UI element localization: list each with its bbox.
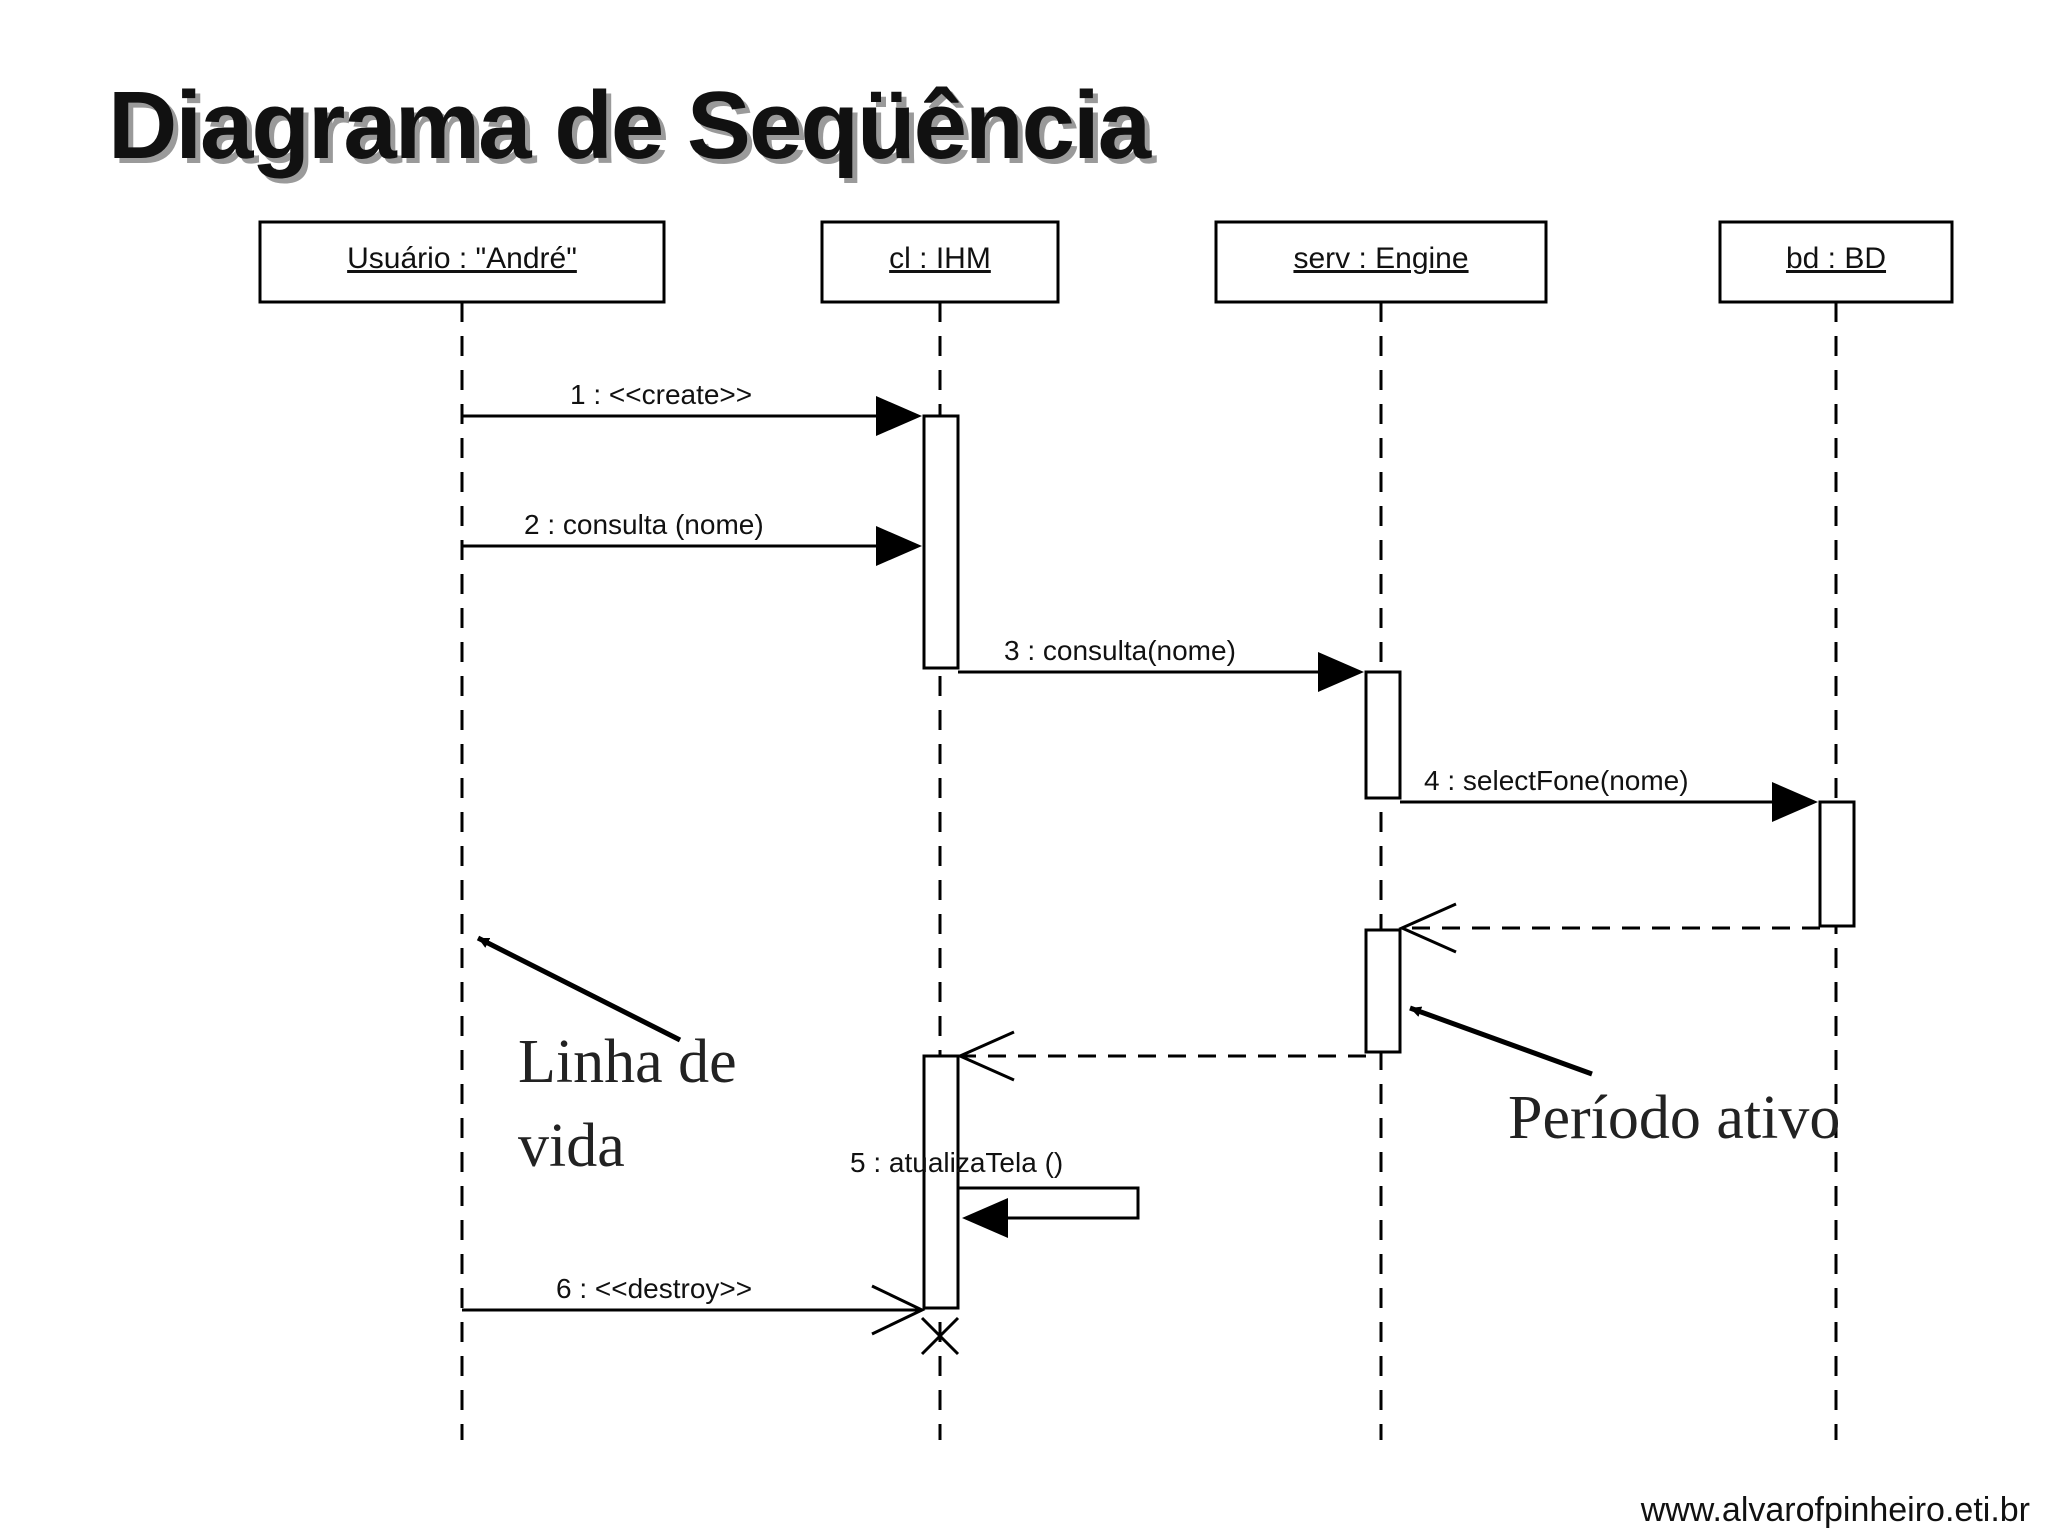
activation-engine-2 [1364, 928, 1402, 1054]
activation-bd [1818, 800, 1856, 928]
activation-ihm-2 [922, 1054, 960, 1310]
object-bd: bd : BD [1718, 220, 1954, 304]
object-engine-label: serv : Engine [1293, 242, 1468, 275]
activation-engine-1 [1364, 670, 1402, 800]
message-5: 5 : atualizaTela () [850, 1147, 1140, 1238]
note-activation-text: Período ativo [1508, 1084, 1840, 1152]
note-lifeline-line1: Linha de [518, 1028, 737, 1096]
object-engine: serv : Engine [1214, 220, 1548, 304]
message-6: 6 : <<destroy>> [462, 1273, 926, 1336]
message-6-label: 6 : <<destroy>> [556, 1273, 752, 1304]
filled-arrowhead [1318, 652, 1364, 692]
note-lifeline-line2: vida [518, 1112, 625, 1180]
open-arrowhead [1398, 902, 1457, 954]
return-engine-to-ihm [956, 1030, 1366, 1082]
message-3: 3 : consulta(nome) [958, 635, 1364, 692]
open-arrowhead [956, 1030, 1015, 1082]
message-1-label: 1 : <<create>> [570, 379, 752, 410]
filled-arrowhead [876, 526, 922, 566]
filled-arrowhead [962, 1198, 1008, 1238]
message-2-label: 2 : consulta (nome) [524, 509, 764, 540]
message-2: 2 : consulta (nome) [462, 509, 922, 566]
message-1: 1 : <<create>> [462, 379, 922, 436]
message-5-label: 5 : atualizaTela () [850, 1147, 1063, 1178]
filled-arrowhead [1772, 782, 1818, 822]
note-lifeline: Linha de vida [476, 935, 737, 1180]
footer-url: www.alvarofpinheiro.eti.br [1640, 1491, 2030, 1529]
object-usuario: Usuário : "André" [258, 220, 666, 304]
message-3-label: 3 : consulta(nome) [1004, 635, 1236, 666]
return-bd-to-engine [1398, 902, 1820, 954]
object-ihm: cl : IHM [820, 220, 1060, 304]
message-4: 4 : selectFone(nome) [1400, 765, 1818, 822]
object-ihm-label: cl : IHM [889, 242, 991, 275]
activation-ihm-1 [922, 414, 960, 670]
note-activation: Período ativo [1409, 1005, 1840, 1152]
destroy-x-icon [920, 1316, 960, 1356]
message-4-label: 4 : selectFone(nome) [1424, 765, 1689, 796]
object-bd-label: bd : BD [1786, 242, 1886, 275]
note-activation-arrow [1409, 1005, 1593, 1077]
object-usuario-label: Usuário : "André" [347, 242, 577, 275]
note-lifeline-arrow [476, 935, 682, 1043]
filled-arrowhead [876, 396, 922, 436]
open-arrowhead [871, 1284, 926, 1336]
page-title: Diagrama de Seqüência [108, 72, 1151, 179]
